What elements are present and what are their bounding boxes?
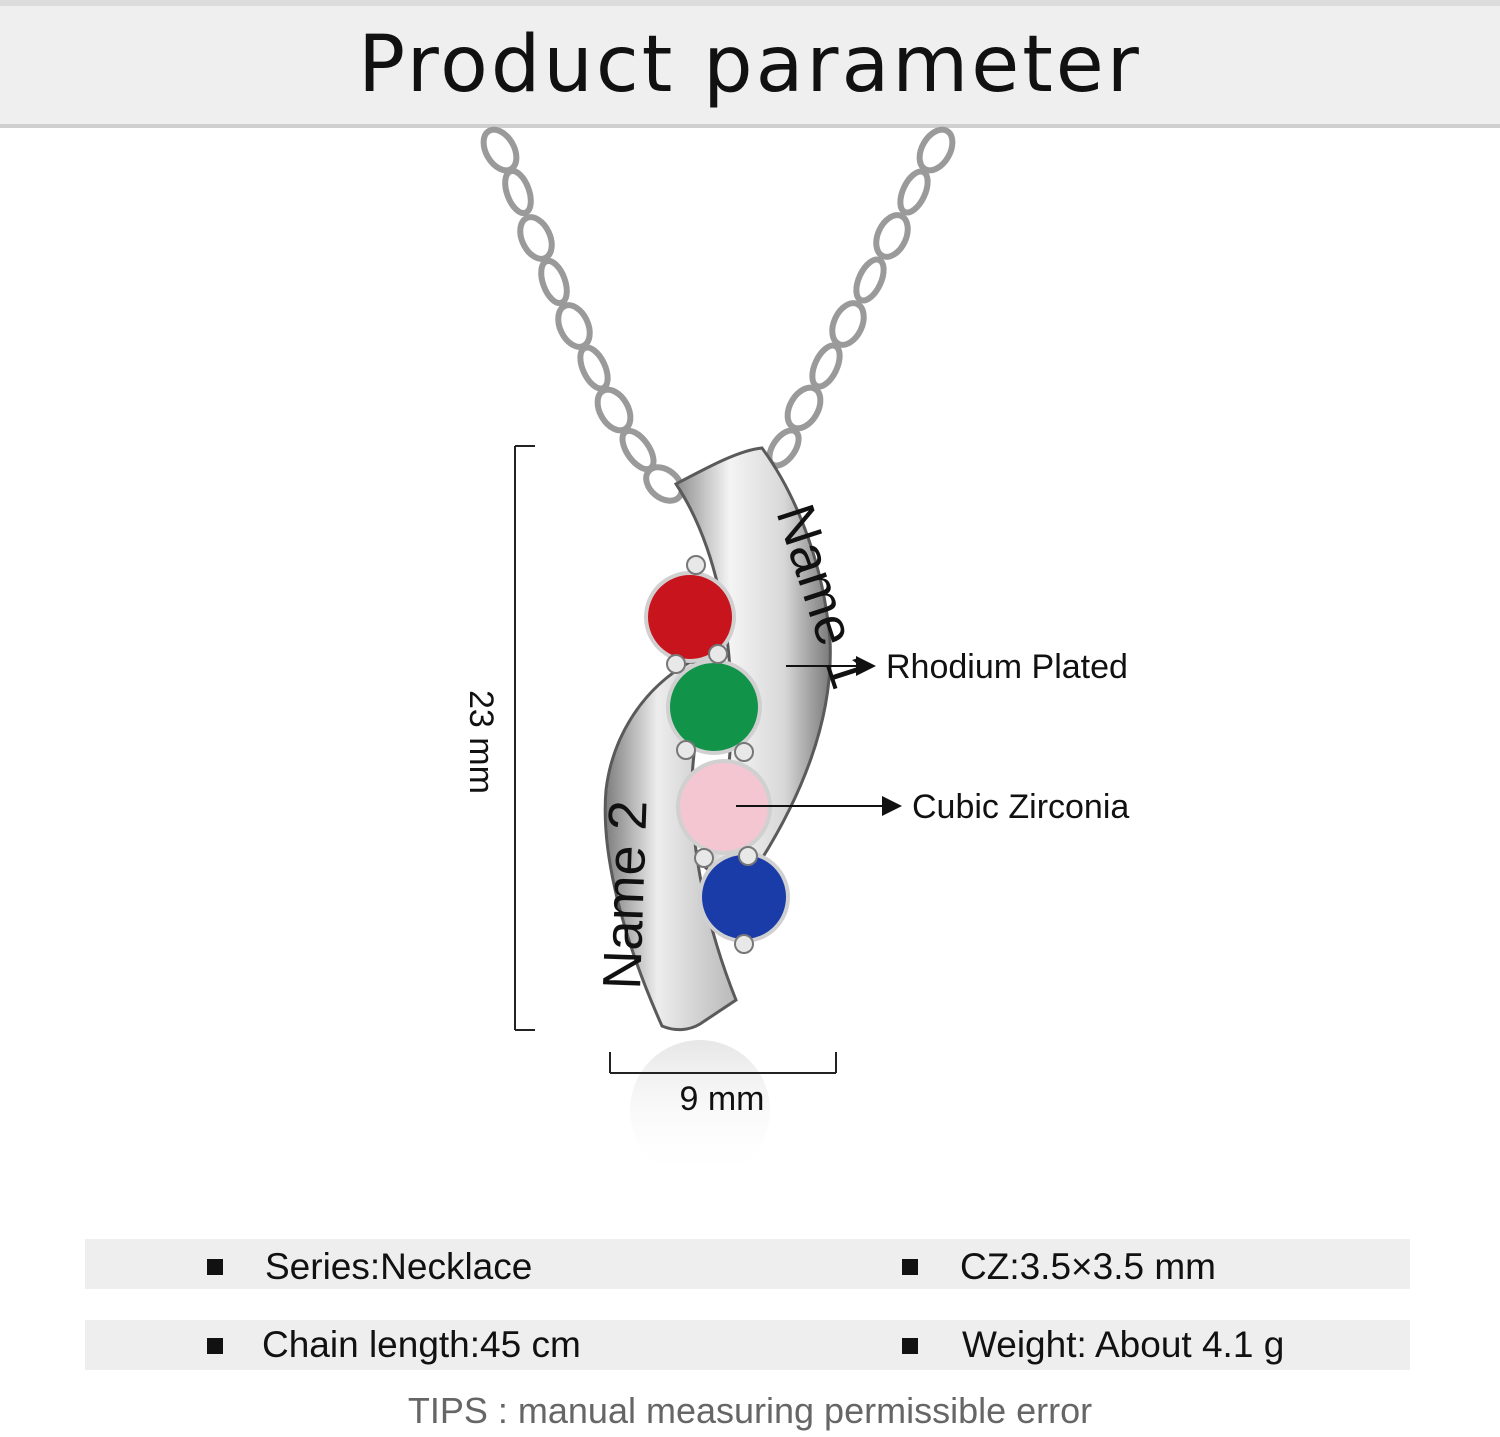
- pendant-band-back: [603, 660, 738, 1032]
- plating-callout: Rhodium Plated: [886, 648, 1128, 686]
- header-band: Product parameter: [0, 0, 1500, 128]
- width-label: 9 mm: [680, 1080, 765, 1118]
- reflection: [630, 1040, 770, 1180]
- tips-note: TIPS : manual measuring permissible erro…: [407, 1390, 1093, 1431]
- bullet-icon: [207, 1259, 223, 1275]
- spec-chain-length: Chain length:45 cm: [262, 1324, 581, 1365]
- bullet-icon: [902, 1259, 918, 1275]
- spec-series: Series:Necklace: [265, 1246, 533, 1287]
- engraving-name-2: Name 2: [592, 799, 659, 990]
- bullet-icon: [207, 1338, 223, 1354]
- spec-row-1: [85, 1239, 1410, 1289]
- spec-cz: CZ:3.5×3.5 mm: [960, 1246, 1217, 1287]
- width-dimension: [609, 1052, 837, 1074]
- page-title: Product parameter: [358, 20, 1142, 110]
- height-dimension: [514, 445, 535, 1031]
- stone-green: [666, 659, 762, 755]
- stone-blue: [698, 851, 790, 943]
- stones: [644, 555, 790, 954]
- spec-weight: Weight: About 4.1 g: [962, 1324, 1285, 1365]
- bullet-icon: [902, 1338, 918, 1354]
- chain-right: [766, 126, 956, 469]
- stone-callout: Cubic Zirconia: [912, 788, 1129, 826]
- spec-row-2: [85, 1320, 1410, 1370]
- chain-left: [480, 126, 685, 504]
- height-label: 23 mm: [462, 690, 500, 794]
